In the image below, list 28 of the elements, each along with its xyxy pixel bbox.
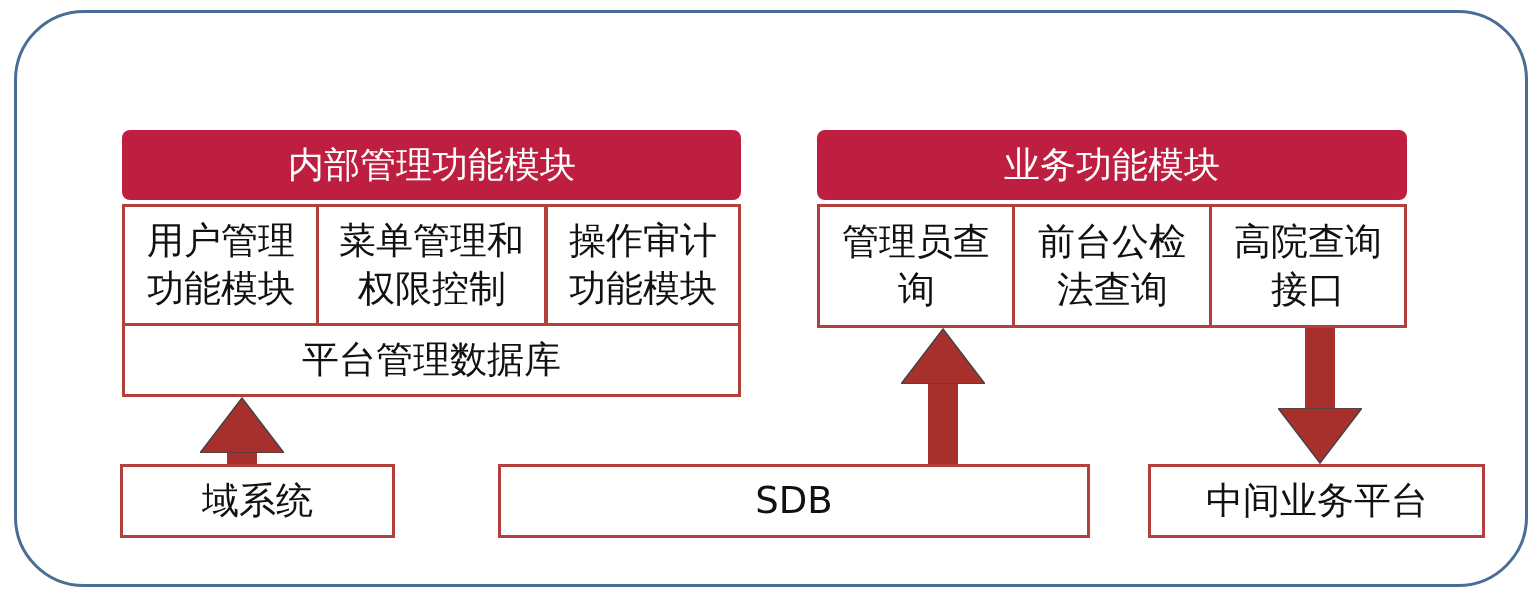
module-box <box>498 464 1090 538</box>
module-box <box>122 204 319 326</box>
module-label: 用户管理功能模块 <box>145 217 296 312</box>
module-label: 域系统 <box>202 477 313 524</box>
module-box <box>1148 464 1485 538</box>
module-title: 业务功能模块 <box>1004 142 1220 187</box>
block-arrow <box>199 397 285 464</box>
module-label: 平台管理数据库 <box>302 336 561 383</box>
module-box <box>817 204 1015 328</box>
module-box <box>120 464 395 538</box>
block-arrow <box>900 328 986 464</box>
module-box <box>1209 204 1407 328</box>
module-label: SDB <box>755 477 833 524</box>
module-label: 前台公检法查询 <box>1037 218 1187 313</box>
module-label: 管理员查询 <box>841 218 991 313</box>
container-frame <box>14 10 1528 587</box>
module-box <box>1012 204 1212 328</box>
block-arrow <box>1277 328 1363 464</box>
module-box <box>122 323 741 397</box>
module-box <box>545 204 741 326</box>
module-title: 内部管理功能模块 <box>287 142 576 187</box>
module-label: 高院查询接口 <box>1233 218 1383 313</box>
module-header <box>122 130 741 200</box>
module-label: 中间业务平台 <box>1205 477 1428 524</box>
module-label: 操作审计功能模块 <box>568 217 718 312</box>
module-label: 菜单管理和权限控制 <box>338 217 525 312</box>
module-header <box>817 130 1407 200</box>
module-box <box>316 204 547 326</box>
